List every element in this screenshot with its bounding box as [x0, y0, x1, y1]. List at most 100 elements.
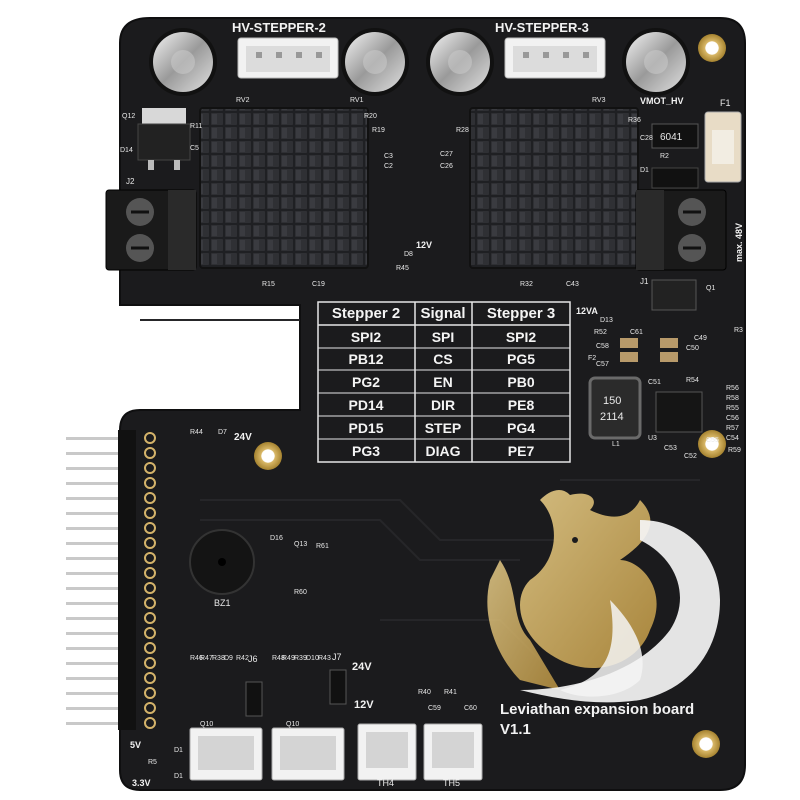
- ref-r36: R36: [628, 117, 641, 124]
- label-max-48v: max. 48V: [734, 223, 744, 262]
- bottom-connector-1: [189, 727, 263, 781]
- ref-r19: R19: [372, 127, 385, 134]
- mount-hole-mid-left: [254, 442, 282, 470]
- header-pin: [66, 482, 136, 485]
- header-pin: [66, 512, 136, 515]
- ref-c61: C61: [630, 329, 643, 336]
- ref-q13: Q13: [294, 541, 307, 548]
- ref-d16: D16: [270, 535, 283, 542]
- header-pin: [66, 542, 136, 545]
- label-12v-mid: 12V: [354, 699, 374, 711]
- header-pin: [66, 632, 136, 635]
- mount-hole-mid-right: [698, 430, 726, 458]
- ref-r44: R44: [190, 429, 203, 436]
- mount-hole-top-right: [698, 34, 726, 62]
- ref-c56: C56: [726, 415, 739, 422]
- header-pad: [144, 672, 156, 684]
- terminal-block-j2: [105, 189, 197, 271]
- header-pin: [66, 602, 136, 605]
- header-pin: [66, 557, 136, 560]
- header-pad: [144, 642, 156, 654]
- mount-hole-bottom-right: [692, 730, 720, 758]
- ref-d12: D1: [174, 773, 183, 780]
- ref-c50: C50: [686, 345, 699, 352]
- ref-r40: R40: [418, 689, 431, 696]
- ref-r38: R38: [212, 655, 225, 662]
- pin-header: [66, 430, 156, 730]
- header-pin: [66, 662, 136, 665]
- buzzer-bz1: [189, 529, 255, 595]
- ref-r54: R54: [686, 377, 699, 384]
- ref-r11: R11: [190, 123, 202, 130]
- ref-c55: C55: [706, 437, 719, 444]
- table-cell: PB0: [507, 374, 534, 390]
- bottom-connector-th4: [357, 723, 417, 781]
- mosfet-6041: [651, 123, 699, 311]
- header-pin: [66, 497, 136, 500]
- buzzer-label: BZ1: [214, 598, 231, 608]
- table-cell: PG4: [507, 420, 535, 436]
- ref-r2: R2: [660, 153, 669, 160]
- ref-c58: C58: [596, 343, 609, 350]
- ref-c5: C5: [190, 145, 199, 152]
- jumper-j6: [245, 681, 263, 717]
- label-12va: 12VA: [576, 306, 598, 316]
- ref-r45: R45: [396, 265, 409, 272]
- ref-r60: R60: [294, 589, 307, 596]
- header-pin: [66, 587, 136, 590]
- terminal-block-j1: [635, 189, 727, 271]
- ref-c26: C26: [440, 163, 453, 170]
- header-pad: [144, 537, 156, 549]
- header-pad: [144, 447, 156, 459]
- header-pad: [144, 627, 156, 639]
- regulator-q12: [137, 108, 191, 170]
- inductor-bottom-text: 2114: [600, 411, 624, 423]
- ref-u3: U3: [648, 435, 657, 442]
- ref-r57: R57: [726, 425, 739, 432]
- table-cell: PG2: [352, 374, 380, 390]
- header-pad: [144, 687, 156, 699]
- stepper-2-label: HV-STEPPER-2: [232, 20, 326, 35]
- mosfet-code: 6041: [660, 132, 683, 143]
- bottom-connector-2: [271, 727, 345, 781]
- th4-label: TH4: [377, 778, 394, 788]
- dragon-artwork: [487, 490, 720, 703]
- header-pin: [66, 692, 136, 695]
- header-pad: [144, 582, 156, 594]
- ref-rv1: RV1: [350, 97, 364, 104]
- ref-rv2: RV2: [236, 97, 250, 104]
- ref-d10: D10: [306, 655, 319, 662]
- ref-c60: C60: [464, 705, 477, 712]
- header-pin: [66, 527, 136, 530]
- ref-q1: Q1: [706, 285, 715, 292]
- header-pin: [66, 707, 136, 710]
- ref-r3: R3: [734, 327, 743, 334]
- inductor-top-text: 150: [603, 395, 621, 407]
- ref-c2: C2: [384, 163, 393, 170]
- header-pad: [144, 522, 156, 534]
- capacitor-3: [426, 28, 494, 96]
- inductor-l1: [588, 376, 642, 440]
- bottom-connector-th5: [423, 723, 483, 781]
- ref-c19: C19: [312, 281, 325, 288]
- ref-r32: R32: [520, 281, 533, 288]
- label-24v-top: 24V: [234, 432, 252, 443]
- table-cell: DIAG: [426, 443, 461, 459]
- ref-r55: R55: [726, 405, 739, 412]
- ref-c43: C43: [566, 281, 579, 288]
- ref-r15: R15: [262, 281, 275, 288]
- table-cell: PB12: [348, 351, 383, 367]
- capacitor-2: [341, 28, 409, 96]
- header-pad: [144, 597, 156, 609]
- ref-d7: D7: [218, 429, 227, 436]
- table-cell: EN: [433, 374, 452, 390]
- header-pad: [144, 567, 156, 579]
- ref-c59: C59: [428, 705, 441, 712]
- ref-r56: R56: [726, 385, 739, 392]
- ref-d9: D9: [224, 655, 233, 662]
- ref-r5: R5: [148, 759, 157, 766]
- board-version: V1.1: [500, 721, 531, 738]
- ref-r58: R58: [726, 395, 739, 402]
